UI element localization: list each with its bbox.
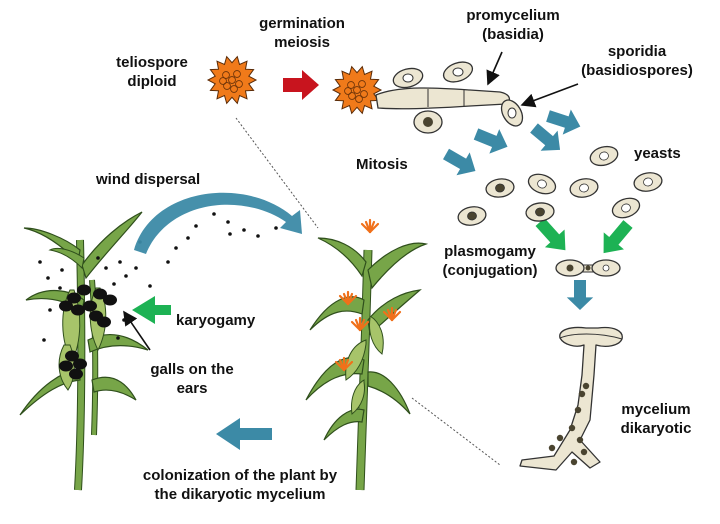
teliospore-icon [206,55,258,105]
galls-label-line2: ears [176,380,208,397]
teliospore-label-line2: diploid [127,73,177,90]
plasmogamy-arrow [603,220,633,254]
yeast-cell-icon [589,145,619,167]
dikaryotic-mycelium-icon [519,326,623,471]
teliospore-label-line1: teliospore [116,54,188,71]
yeast-cell-icon [485,178,515,198]
yeast-cell-icon [633,172,663,192]
wind-dispersal-arrow [134,192,302,254]
colonization-label-line2: the dikaryotic mycelium [154,486,326,503]
yeast-cell-icon [527,173,557,195]
sporidia-label-line2: (basidiospores) [581,62,693,79]
yeast-cell-icon [457,206,487,226]
karyogamy-arrow [132,296,171,324]
colonization-label-line1: colonization of the plant by [142,467,338,484]
yeast-cell-icon [611,197,641,219]
colonized-maize-plant-icon [305,237,429,491]
mitosis-label: Mitosis [356,156,408,173]
germination-label-line1: germination [259,15,345,32]
promycelium-label-line2: (basidia) [482,26,544,43]
mycelium-label-line2: dikaryotic [620,420,692,437]
promycelium-label-line1: promycelium [466,7,560,24]
sporidia-label: sporidia (basidiospores) [572,42,702,80]
yeasts-label: yeasts [634,145,681,162]
galls-label-line1: galls on the [150,361,234,378]
plasmogamy-arrow [535,217,566,251]
plasmogamy-label-line2: (conjugation) [442,262,538,279]
silk-tassels-icon [334,218,402,372]
yeast-cell-icon [569,178,599,198]
colonization-arrow [216,418,272,450]
ear-galls-icon [59,284,117,380]
dotted-line-bottom [411,397,501,466]
plasmogamy-label-line1: plasmogamy [444,243,536,260]
teliospore-label: teliospore diploid [112,53,192,91]
plasmogamy-label: plasmogamy (conjugation) [430,242,550,280]
mitosis-arrow [566,280,594,310]
germination-label: germination meiosis [248,14,356,52]
germinating-spore-icon [331,65,383,115]
galls-label: galls on the ears [140,360,244,398]
promycelium-pointer [486,51,503,86]
germination-label-line2: meiosis [274,34,330,51]
dotted-line-top [235,117,319,229]
mitosis-arrow [530,123,561,151]
mycelium-label: mycelium dikaryotic [608,400,704,438]
mycelium-label-line1: mycelium [621,401,691,418]
conjugation-cells-icon [555,259,621,277]
mitosis-arrow [443,148,476,176]
promycelium-label: promycelium (basidia) [458,6,568,44]
karyogamy-label: karyogamy [176,312,256,329]
promycelium-icon [375,61,524,134]
wind-dispersal-label: wind dispersal [96,171,201,188]
colonization-label: colonization of the plant by the dikaryo… [128,466,352,504]
sporidia-label-line1: sporidia [607,43,667,60]
yeast-cell-icon [525,202,555,222]
infected-maize-plant-icon [19,211,149,491]
mitosis-arrow [473,128,508,154]
galls-pointer [123,310,151,351]
mitosis-arrow [546,109,581,135]
germination-arrow [283,70,319,100]
sporidia-pointer [520,83,579,108]
